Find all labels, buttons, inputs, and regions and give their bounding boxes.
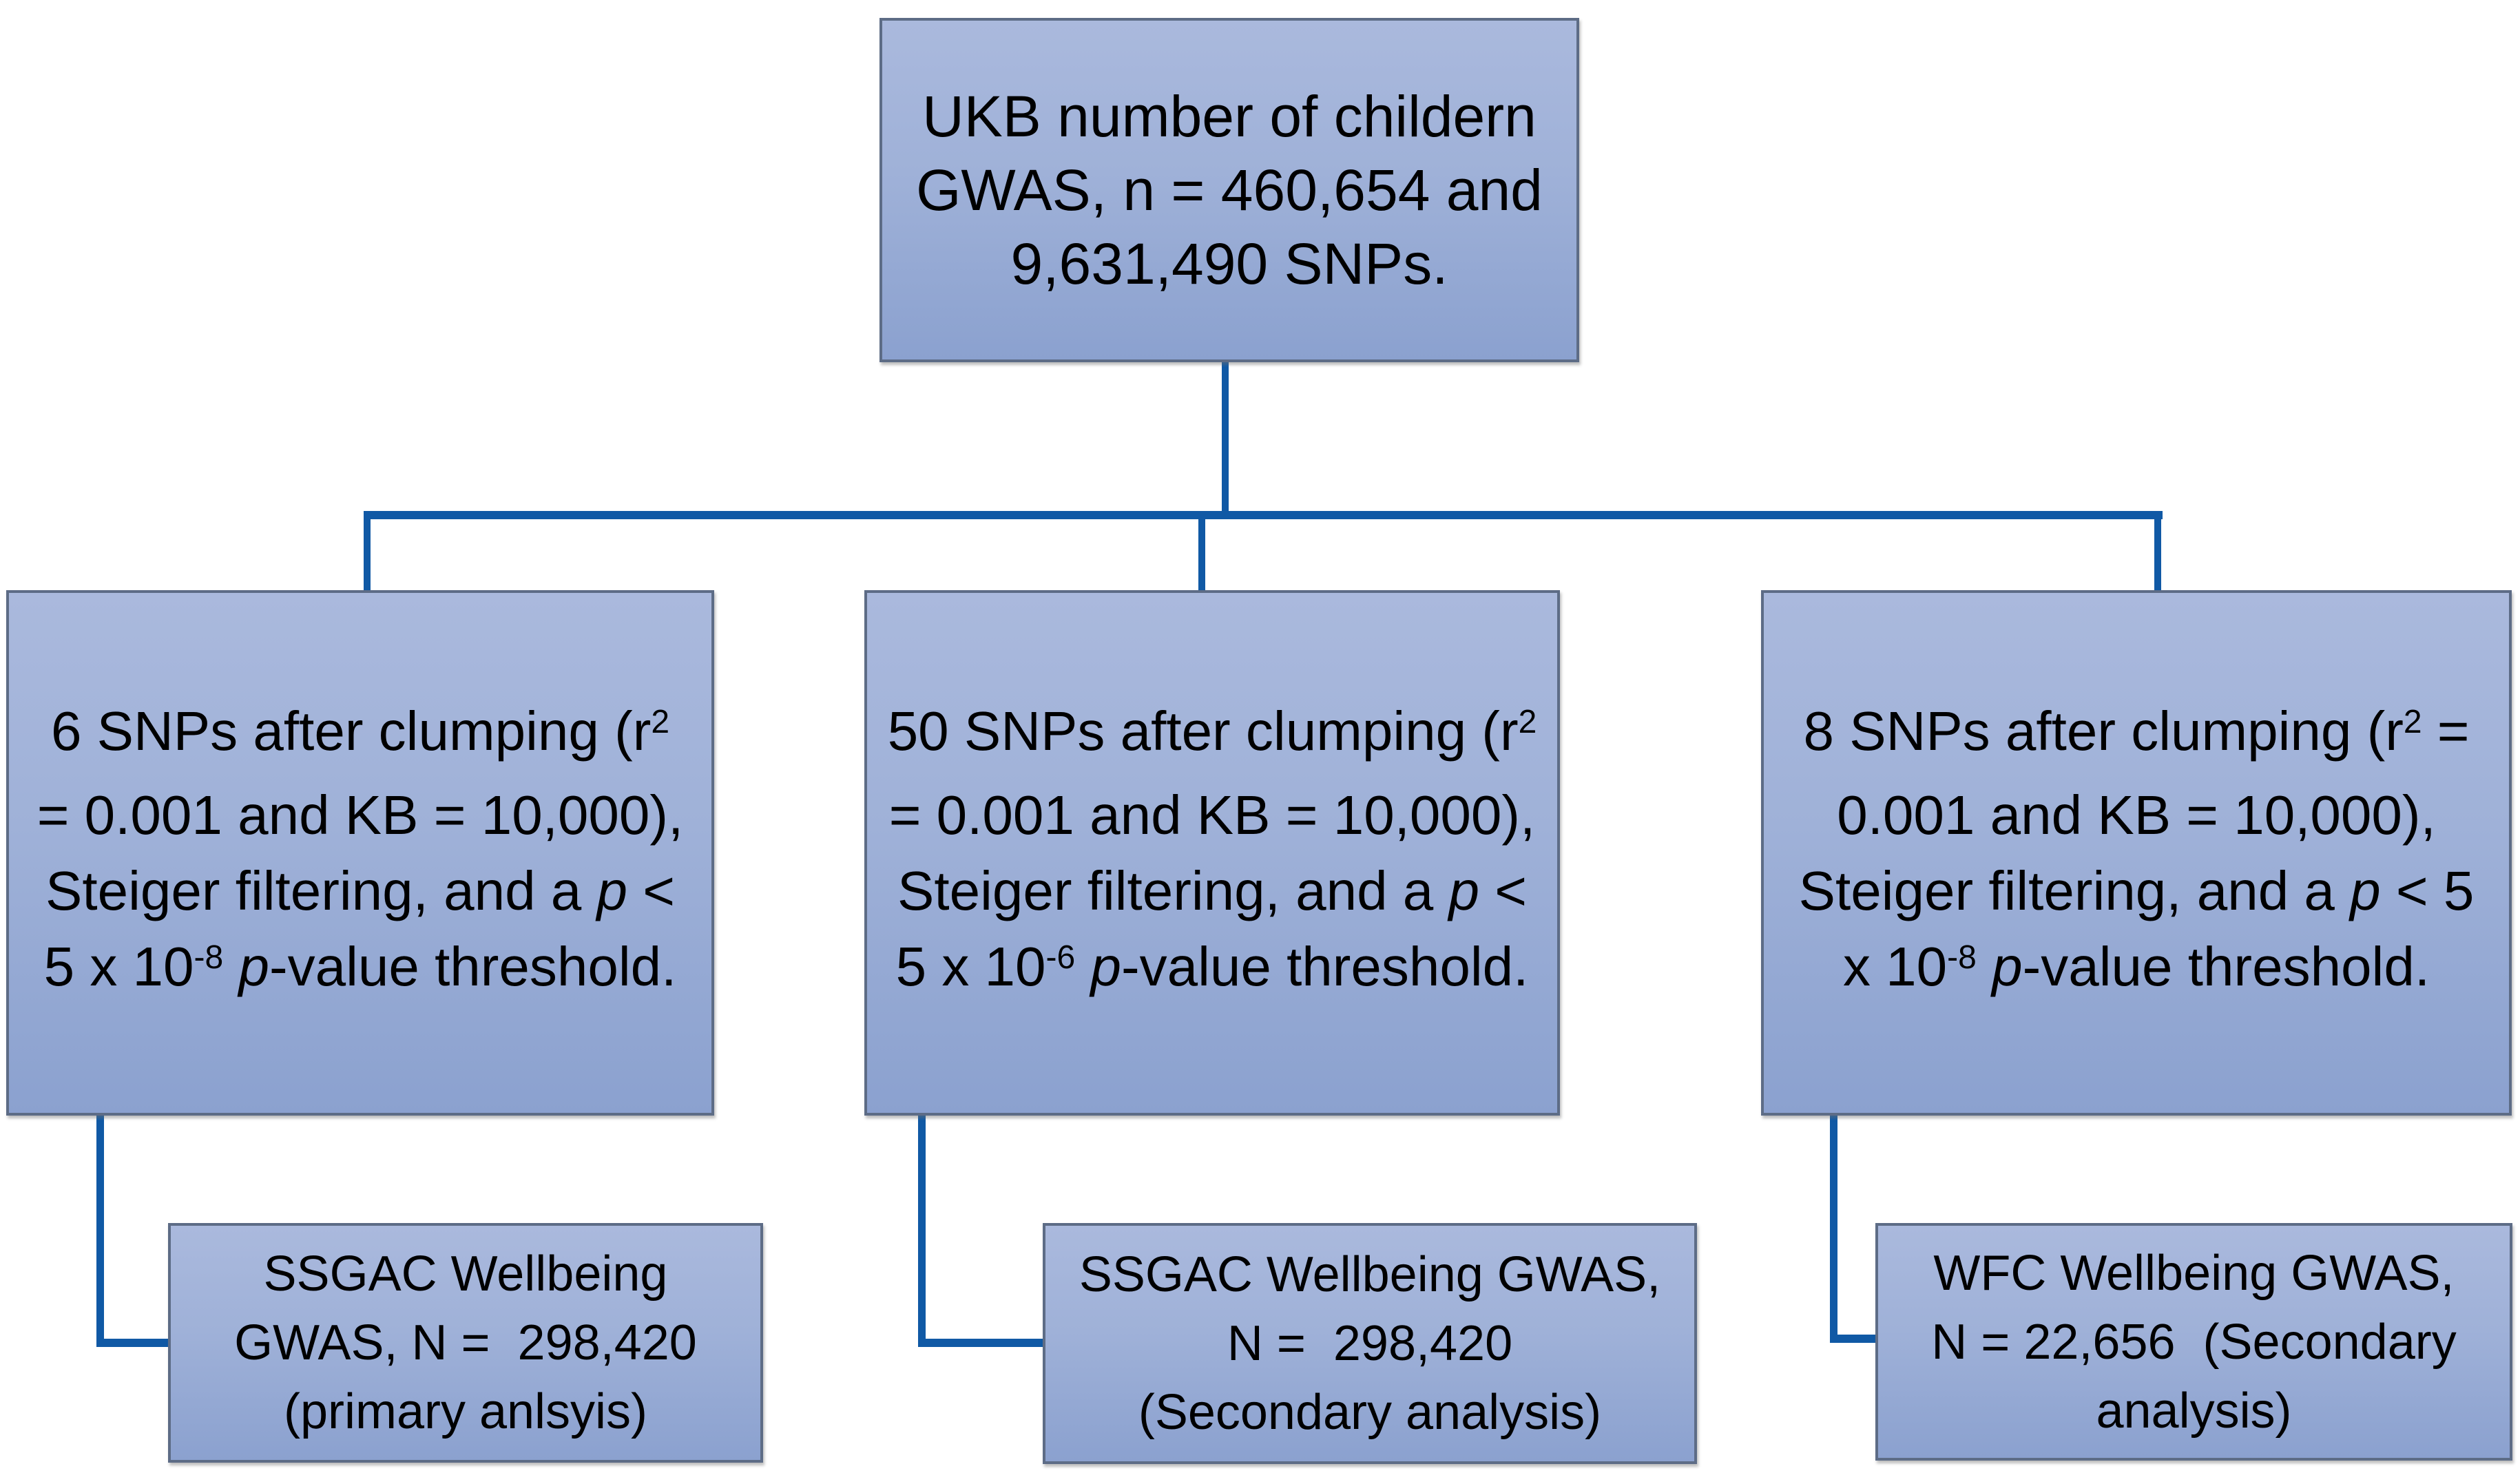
node-clump-50snps: 50 SNPs after clumping (r2 = 0.001 and K… xyxy=(864,590,1560,1116)
text-line: 0.001 and KB = 10,000), xyxy=(1837,784,2436,846)
text-line: N = 298,420 xyxy=(1227,1316,1513,1371)
node-ssgac-primary: SSGAC Wellbeing GWAS, N = 298,420 (prima… xyxy=(168,1223,763,1463)
text-line: 5 x 10-8 p-value threshold. xyxy=(43,935,677,997)
text-line: 6 SNPs after clumping (r2 xyxy=(50,700,670,762)
connector-elbow-left-horizontal xyxy=(96,1339,176,1347)
connector-elbow-middle-vertical xyxy=(918,1116,926,1347)
text-line: 50 SNPs after clumping (r2 xyxy=(887,700,1537,762)
text-line: SSGAC Wellbeing GWAS, xyxy=(1079,1247,1661,1302)
text-line: x 10-8 p-value threshold. xyxy=(1842,935,2430,997)
text-line: UKB number of childern xyxy=(922,83,1537,149)
connector-drop-middle xyxy=(1198,511,1205,590)
text-line: 9,631,490 SNPs. xyxy=(1010,231,1448,296)
text-line: Steiger filtering, and a p < xyxy=(45,859,675,921)
node-clump-6snps: 6 SNPs after clumping (r2 = 0.001 and KB… xyxy=(6,590,714,1116)
node-clump-8snps: 8 SNPs after clumping (r2 = 0.001 and KB… xyxy=(1761,590,2512,1116)
text-line: 5 x 10-6 p-value threshold. xyxy=(895,935,1529,997)
connector-drop-right xyxy=(2154,511,2161,590)
connector-drop-left xyxy=(364,511,371,590)
text-line: GWAS, N = 298,420 xyxy=(234,1315,697,1370)
text-line: = 0.001 and KB = 10,000), xyxy=(888,784,1536,846)
connector-top-stem xyxy=(1222,362,1229,514)
connector-elbow-left-vertical xyxy=(96,1116,104,1347)
text-line: Steiger filtering, and a p < 5 xyxy=(1798,859,2475,921)
connector-branch-bar xyxy=(364,511,2163,519)
connector-elbow-middle-horizontal xyxy=(918,1339,1050,1347)
text-line: analysis) xyxy=(2096,1383,2292,1439)
text-line: WFC Wellbeing GWAS, xyxy=(1933,1245,2455,1301)
text-line: SSGAC Wellbeing xyxy=(263,1246,668,1302)
connector-elbow-right-vertical xyxy=(1830,1116,1837,1343)
text-line: N = 22,656 (Secondary xyxy=(1931,1314,2457,1370)
node-ssgac-secondary: SSGAC Wellbeing GWAS, N = 298,420 (Secon… xyxy=(1043,1223,1697,1464)
text-line: GWAS, n = 460,654 and xyxy=(916,157,1543,222)
text-line: Steiger filtering, and a p < xyxy=(897,859,1527,921)
connector-elbow-right-horizontal xyxy=(1830,1335,1884,1343)
text-line: 8 SNPs after clumping (r2 = xyxy=(1803,700,2470,762)
node-wfc-secondary: WFC Wellbeing GWAS, N = 22,656 (Secondar… xyxy=(1875,1223,2512,1461)
node-ukb-gwas: UKB number of childern GWAS, n = 460,654… xyxy=(879,18,1579,362)
text-line: (Secondary analysis) xyxy=(1138,1385,1602,1440)
text-line: = 0.001 and KB = 10,000), xyxy=(37,784,684,846)
text-line: (primary anlsyis) xyxy=(283,1384,648,1439)
